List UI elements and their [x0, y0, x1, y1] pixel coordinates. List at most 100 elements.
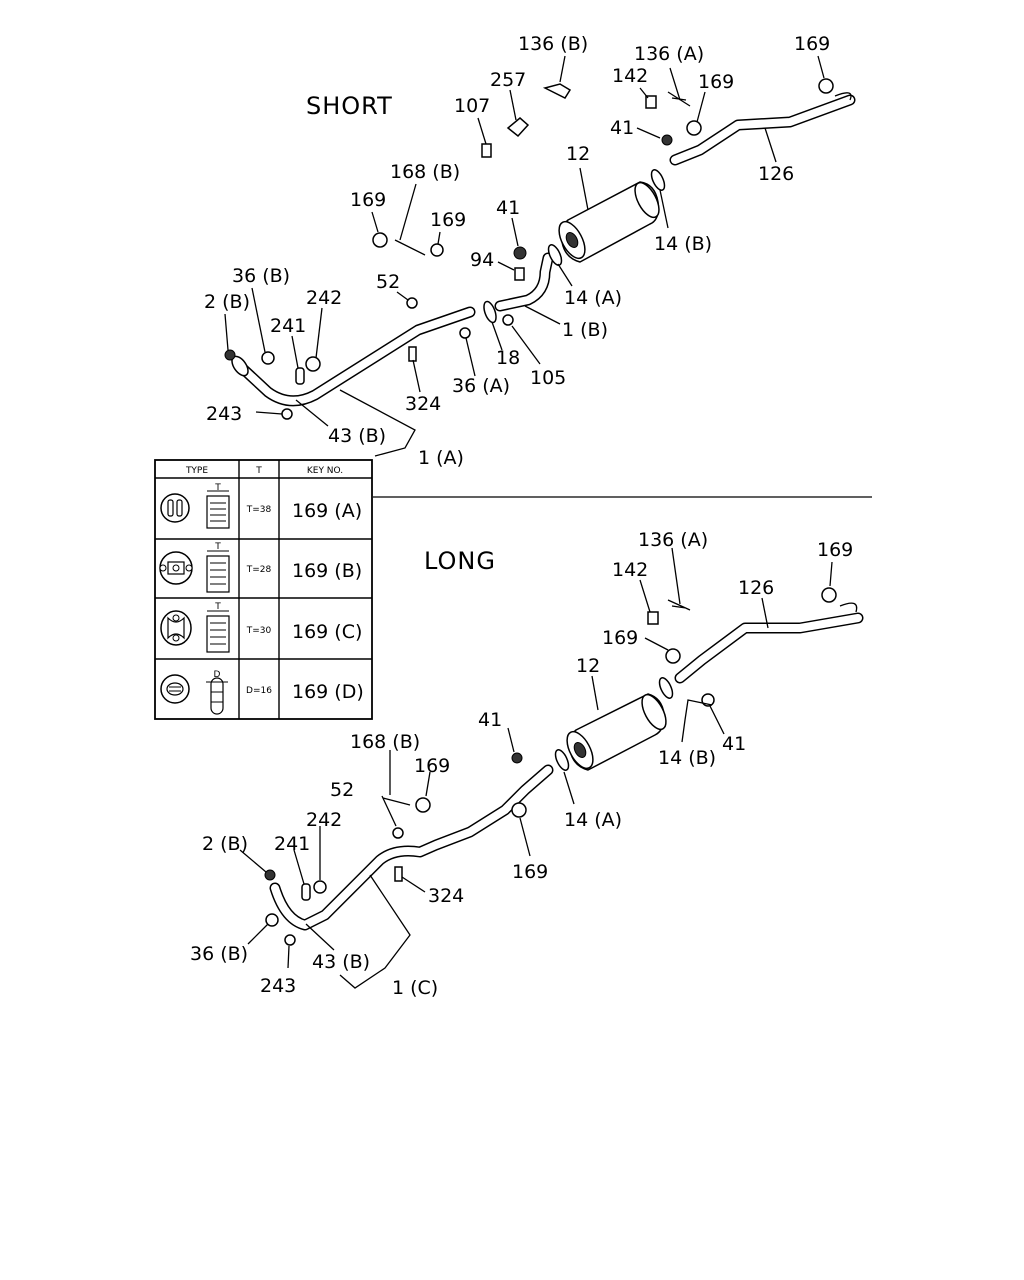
diameter-d-icon: D	[206, 670, 228, 715]
label-14a: 14 (A)	[564, 809, 622, 831]
short-muffler	[558, 181, 660, 263]
short-clip-136a	[667, 91, 691, 107]
label-136b: 136 (B)	[518, 33, 588, 55]
long-nut-243	[284, 934, 296, 946]
short-gasket-14a	[547, 244, 563, 266]
table-row: T T=28 169 (B)	[159, 542, 362, 593]
dim-letter: T	[214, 542, 221, 552]
long-nut-36b	[265, 913, 279, 927]
long-nut-41-left	[511, 752, 523, 764]
label-242: 242	[306, 287, 342, 309]
long-rubber-169-mid	[415, 797, 431, 813]
short-callout-labels: 136 (B) 136 (A) 169 257 142 169 107 41 1…	[204, 33, 830, 469]
label-41-right: 41	[722, 733, 746, 755]
long-hanger-168b	[382, 797, 411, 806]
table-header-t: T	[255, 466, 262, 476]
short-bolt-107	[481, 143, 492, 158]
label-242: 242	[306, 809, 342, 831]
label-12: 12	[566, 143, 590, 165]
short-title: SHORT	[306, 92, 393, 120]
short-rubber-169-left	[372, 232, 388, 248]
short-rubber-169-mid	[430, 243, 444, 257]
short-bracket-136b	[542, 83, 572, 99]
t-value: T=28	[246, 565, 272, 575]
label-14b: 14 (B)	[654, 233, 712, 255]
label-41-left: 41	[478, 709, 502, 731]
label-324: 324	[428, 885, 464, 907]
long-callout-labels: 136 (A) 169 142 126 169 12 41 41 14 (B) …	[190, 529, 853, 999]
label-43b: 43 (B)	[312, 951, 370, 973]
short-bolt-94	[514, 267, 525, 281]
label-142: 142	[612, 65, 648, 87]
label-241: 241	[274, 833, 310, 855]
long-title: LONG	[424, 547, 496, 575]
label-324: 324	[405, 393, 441, 415]
short-sensor-242	[305, 356, 321, 372]
long-pipe-front	[269, 764, 554, 931]
long-sensor-241	[301, 883, 311, 901]
long-leader-lines	[239, 547, 833, 989]
label-18: 18	[496, 347, 520, 369]
label-1b: 1 (B)	[562, 319, 608, 341]
label-14b: 14 (B)	[658, 747, 716, 769]
table-row: T T=30 169 (C)	[160, 602, 362, 653]
long-nut-52	[392, 827, 404, 839]
key-number: 169 (A)	[292, 500, 362, 522]
key-number: 169 (D)	[292, 681, 364, 703]
short-tail-pipe	[669, 94, 856, 166]
short-hanger-end	[834, 92, 852, 101]
t-value: T=38	[246, 505, 272, 515]
label-169-upper: 169	[602, 627, 638, 649]
table-header-type: TYPE	[185, 466, 208, 476]
t-value: T=30	[246, 626, 272, 636]
short-bolt-324	[408, 346, 417, 362]
label-52: 52	[330, 779, 354, 801]
long-sensor-242	[313, 880, 327, 894]
key-number: 169 (B)	[292, 560, 362, 582]
label-169-bottom: 169	[512, 861, 548, 883]
long-clip-136a	[667, 599, 691, 611]
label-36b: 36 (B)	[232, 265, 290, 287]
long-hanger-end	[839, 602, 858, 613]
short-nut-41-mid	[513, 246, 527, 260]
label-12: 12	[576, 655, 600, 677]
key-number: 169 (C)	[292, 621, 362, 643]
thickness-c-icon: T	[206, 602, 230, 653]
label-168b: 168 (B)	[350, 731, 420, 753]
label-41-mid: 41	[496, 197, 520, 219]
rubber-d-icon	[160, 674, 190, 704]
long-rubber-169-upper	[665, 648, 681, 664]
label-169-mid: 169	[430, 209, 466, 231]
label-1c: 1 (C)	[392, 977, 438, 999]
short-nut-36b	[261, 351, 275, 365]
short-nut-52	[406, 297, 418, 309]
short-gasket-18	[483, 300, 497, 324]
dim-letter: T	[214, 602, 221, 612]
label-2b: 2 (B)	[202, 833, 248, 855]
label-241: 241	[270, 315, 306, 337]
label-126: 126	[738, 577, 774, 599]
label-107: 107	[454, 95, 490, 117]
label-142: 142	[612, 559, 648, 581]
label-1a: 1 (A)	[418, 447, 464, 469]
short-gasket-14b	[650, 169, 666, 191]
label-52: 52	[376, 271, 400, 293]
short-nut-243	[281, 408, 293, 420]
rubber-b-icon	[159, 551, 193, 585]
short-nut-36a	[459, 327, 471, 339]
dim-letter: D	[214, 670, 221, 680]
rubber-a-icon	[160, 493, 190, 523]
label-243: 243	[260, 975, 296, 997]
short-hanger-168b	[394, 239, 426, 256]
label-41-upper: 41	[610, 117, 634, 139]
short-nut-41-upper	[661, 134, 673, 146]
label-126: 126	[758, 163, 794, 185]
table-header-key: KEY NO.	[307, 466, 343, 476]
short-pipe-mid	[494, 252, 554, 312]
label-43b: 43 (B)	[328, 425, 386, 447]
long-nut-2b	[264, 869, 276, 881]
table-row: D D=16 169 (D)	[160, 670, 364, 715]
label-94: 94	[470, 249, 494, 271]
short-rubber-169-upper	[686, 120, 702, 136]
label-168b: 168 (B)	[390, 161, 460, 183]
